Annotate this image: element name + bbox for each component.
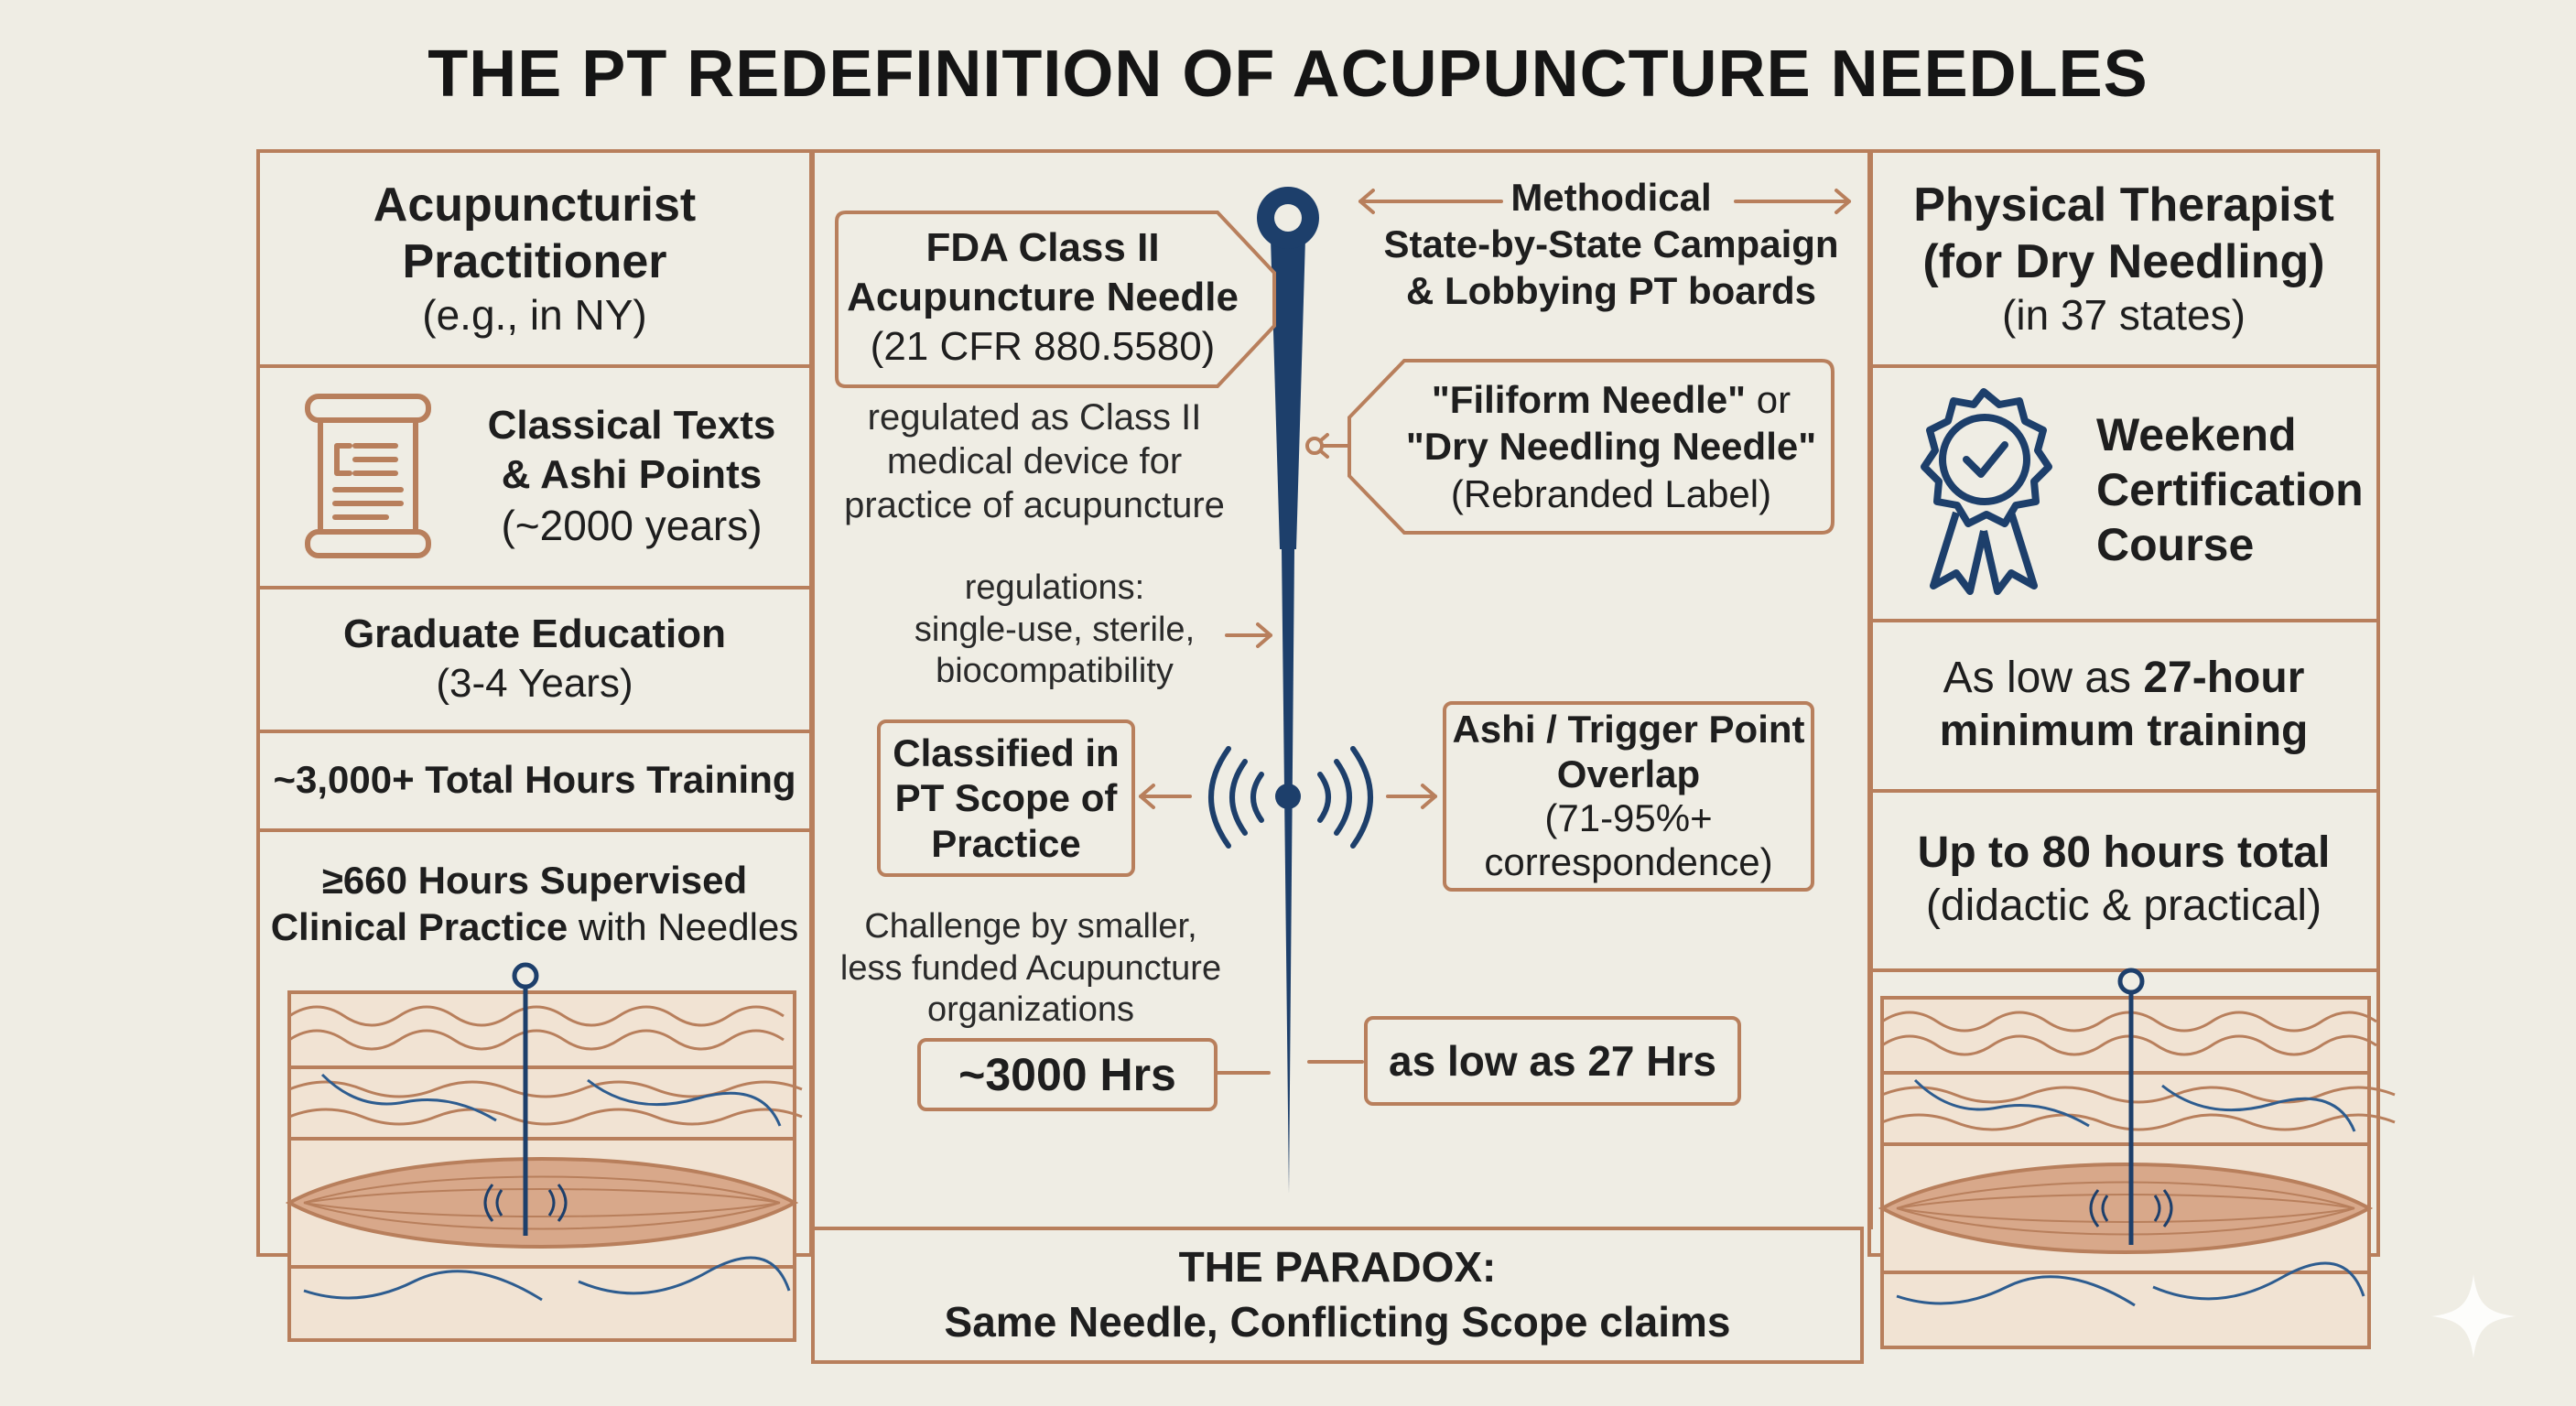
acupuncturist-header: Acupuncturist Practitioner (e.g., in NY): [260, 156, 809, 362]
campaign-note: Methodical State-by-State Campaign & Lob…: [1355, 174, 1867, 320]
classified-pt-scope-box: Classified in PT Scope of Practice: [877, 719, 1135, 877]
physical-therapist-header: Physical Therapist (for Dry Needling) (i…: [1871, 156, 2376, 362]
left-divider-1: [256, 364, 813, 368]
overlap-line3: (71-95%+: [1544, 796, 1713, 839]
overlap-line1: Ashi / Trigger Point: [1452, 708, 1805, 752]
regulations-note: regulations: single-use, sterile, biocom…: [881, 568, 1228, 693]
rebrand-line1: "Filiform Needle" or: [1432, 376, 1791, 423]
clinical-hours-line2: Clinical Practice with Needles: [271, 903, 799, 950]
acupuncturist-subtitle: (e.g., in NY): [422, 291, 647, 340]
regulations-line3: biocompatibility: [936, 652, 1174, 691]
classical-texts-line1: Classical Texts: [487, 403, 776, 449]
left-divider-4: [256, 828, 813, 832]
pt-title-line1: Physical Therapist: [1913, 178, 2334, 232]
page-title: THE PT REDEFINITION OF ACUPUNCTURE NEEDL…: [428, 38, 2148, 111]
cert-line3: Course: [2096, 519, 2255, 570]
right-divider-3: [1867, 789, 2380, 793]
tissue-cross-section-right: [1878, 968, 2396, 1355]
weekend-certification-block: Weekend Certification Course: [2096, 403, 2371, 577]
minimum-hours: 27-hour: [2143, 654, 2305, 703]
pt-hours-box: as low as 27 Hrs: [1364, 1016, 1741, 1106]
fda-class-text: FDA Class II Acupuncture Needle (21 CFR …: [837, 220, 1249, 375]
tissue-cross-section-left: [285, 961, 803, 1346]
campaign-line3: & Lobbying PT boards: [1406, 269, 1816, 313]
challenge-line2: less funded Acupuncture: [839, 948, 1222, 988]
acupuncture-needle-icon: [1238, 183, 1338, 1199]
cert-line1: Weekend: [2096, 409, 2297, 460]
paradox-title: THE PARADOX:: [1178, 1243, 1497, 1292]
challenge-line3: organizations: [926, 990, 1135, 1030]
cert-line2: Certification: [2096, 464, 2364, 515]
pt-title-line2: (for Dry Needling): [1922, 234, 2325, 288]
minimum-training-block: As low as 27-hour minimum training: [1871, 624, 2376, 785]
fda-class-line1: FDA Class II: [925, 225, 1160, 271]
rebrand-text: "Filiform Needle" or "Dry Needling Needl…: [1391, 368, 1831, 525]
right-divider-2: [1867, 619, 2380, 622]
campaign-line1: Methodical: [1510, 176, 1712, 219]
regulations-line2: single-use, sterile,: [914, 610, 1196, 649]
acupuncture-hours-box: ~3000 Hrs: [917, 1038, 1218, 1111]
acupuncturist-title-line1: Acupuncturist: [373, 178, 697, 232]
trigger-point-overlap-box: Ashi / Trigger Point Overlap (71-95%+ co…: [1443, 701, 1814, 892]
paradox-subtitle: Same Needle, Conflicting Scope claims: [944, 1298, 1731, 1346]
pt-subtitle: (in 37 states): [2002, 291, 2246, 340]
classified-line3: Practice: [931, 821, 1081, 865]
regulated-line1: regulated as Class II: [867, 397, 1202, 438]
rebrand-line3: (Rebranded Label): [1450, 471, 1772, 515]
regulated-line3: practice of acupuncture: [844, 485, 1225, 525]
fda-class-line2: Acupuncture Needle: [847, 275, 1239, 320]
scroll-icon: [295, 389, 441, 563]
classified-line2: PT Scope of: [894, 776, 1118, 820]
left-divider-3: [256, 730, 813, 733]
left-divider-2: [256, 586, 813, 589]
vibration-waves-icon: [1199, 729, 1382, 866]
minimum-as-low: As low as: [1943, 654, 2144, 703]
total-hours-label: ~3,000+ Total Hours Training: [273, 758, 796, 801]
filiform-label: "Filiform Needle": [1431, 378, 1747, 422]
acupuncture-hours-value: ~3000 Hrs: [958, 1049, 1176, 1100]
acupuncturist-title-line2: Practitioner: [402, 234, 667, 288]
graduate-education-block: Graduate Education (3-4 Years): [260, 590, 809, 728]
overlap-line2: Overlap: [1556, 752, 1701, 795]
pt-hours-value: as low as 27 Hrs: [1389, 1037, 1716, 1085]
clinical-practice-rest: with Needles: [568, 905, 799, 948]
classical-texts-years: (~2000 years): [501, 501, 763, 549]
classical-texts-block: Classical Texts & Ashi Points (~2000 yea…: [458, 389, 806, 563]
challenge-line1: Challenge by smaller,: [864, 907, 1197, 946]
certification-badge-icon: [1906, 384, 2062, 595]
clinical-practice-block: ≥660 Hours Supervised Clinical Practice …: [260, 853, 809, 954]
campaign-line2: State-by-State Campaign: [1383, 222, 1839, 266]
regulations-line1: regulations:: [964, 568, 1145, 607]
fda-class-tag: [833, 209, 1282, 390]
sparkle-icon: [2428, 1271, 2519, 1362]
regulated-line2: medical device for: [886, 441, 1183, 481]
center-column-frame: [811, 149, 1873, 1229]
minimum-line2: minimum training: [1939, 707, 2309, 755]
rebrand-tag: [1346, 357, 1836, 540]
rebrand-or: or: [1746, 378, 1791, 422]
paradox-box: THE PARADOX: Same Needle, Conflicting Sc…: [811, 1227, 1864, 1364]
pt-total-line1: Up to 80 hours total: [1917, 828, 2331, 878]
fda-class-cfr: (21 CFR 880.5580): [870, 323, 1216, 369]
challenge-note: Challenge by smaller, less funded Acupun…: [829, 906, 1232, 1032]
classified-line1: Classified in: [893, 730, 1120, 774]
clinical-hours-line1: ≥660 Hours Supervised: [321, 858, 748, 902]
right-divider-1: [1867, 364, 2380, 368]
overlap-line4: correspondence): [1484, 840, 1773, 884]
classical-texts-line2: & Ashi Points: [501, 451, 763, 497]
graduate-education-years: (3-4 Years): [436, 661, 633, 706]
minimum-line1: As low as 27-hour: [1943, 652, 2305, 705]
total-hours-pt-block: Up to 80 hours total (didactic & practic…: [1871, 795, 2376, 965]
rebrand-line2: "Dry Needling Needle": [1405, 425, 1817, 469]
total-hours-block: ~3,000+ Total Hours Training: [260, 733, 809, 827]
regulated-class-ii-note: regulated as Class II medical device for…: [824, 395, 1245, 527]
clinical-practice-bold: Clinical Practice: [270, 905, 568, 948]
pt-total-line2: (didactic & practical): [1925, 881, 2322, 930]
graduate-education-label: Graduate Education: [342, 611, 727, 657]
